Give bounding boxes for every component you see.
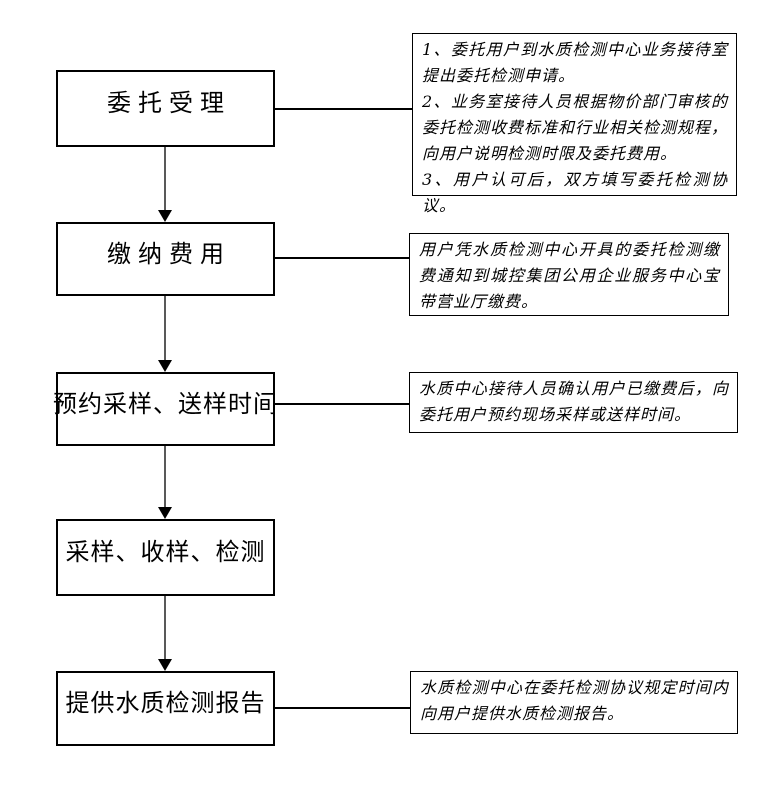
down-arrow-icon bbox=[157, 596, 173, 671]
connector-line bbox=[273, 403, 409, 405]
flow-step-label: 缴纳费用 bbox=[107, 239, 231, 268]
note-text: 用户凭水质检测中心开具的委托检测缴费通知到城控集团公用企业服务中心宝带营业厅缴费… bbox=[419, 240, 720, 311]
arrow-line bbox=[164, 296, 166, 361]
flow-step-commission-acceptance: 委托受理 bbox=[56, 70, 275, 147]
flow-step-pay-fees: 缴纳费用 bbox=[56, 222, 275, 296]
flow-step-sampling-testing: 采样、收样、检测 bbox=[56, 519, 275, 596]
note-book-sampling-time: 水质中心接待人员确认用户已缴费后，向委托用户预约现场采样或送样时间。 bbox=[409, 372, 738, 433]
down-arrow-icon bbox=[157, 147, 173, 222]
note-text: 水质中心接待人员确认用户已缴费后，向委托用户预约现场采样或送样时间。 bbox=[419, 379, 729, 424]
connector-line bbox=[273, 707, 410, 709]
note-text: 水质检测中心在委托检测协议规定时间内向用户提供水质检测报告。 bbox=[420, 678, 729, 723]
flow-step-label: 委托受理 bbox=[107, 89, 231, 117]
note-text: 1、委托用户到水质检测中心业务接待室提出委托检测申请。 bbox=[422, 40, 728, 85]
connector-line bbox=[275, 108, 412, 110]
arrow-head bbox=[158, 360, 172, 372]
arrow-line bbox=[164, 147, 166, 211]
note-text: 2、业务室接待人员根据物价部门审核的委托检测收费标准和行业相关检测规程，向用户说… bbox=[422, 92, 729, 163]
flow-step-label: 采样、收样、检测 bbox=[65, 538, 266, 566]
flow-step-label: 提供水质检测报告 bbox=[65, 689, 266, 717]
note-pay-fees: 用户凭水质检测中心开具的委托检测缴费通知到城控集团公用企业服务中心宝带营业厅缴费… bbox=[409, 233, 729, 316]
note-commission-acceptance: 1、委托用户到水质检测中心业务接待室提出委托检测申请。 2、业务室接待人员根据物… bbox=[412, 33, 737, 215]
flow-step-label: 预约采样、送样时间 bbox=[53, 389, 278, 418]
arrow-head bbox=[158, 210, 172, 222]
flow-step-book-sampling-time: 预约采样、送样时间 bbox=[53, 372, 278, 446]
arrow-line bbox=[164, 596, 166, 660]
arrow-head bbox=[158, 659, 172, 671]
down-arrow-icon bbox=[157, 296, 173, 372]
note-provide-report: 水质检测中心在委托检测协议规定时间内向用户提供水质检测报告。 bbox=[410, 671, 738, 734]
flow-step-provide-report: 提供水质检测报告 bbox=[56, 671, 275, 746]
arrow-line bbox=[164, 446, 166, 508]
arrow-head bbox=[158, 507, 172, 519]
down-arrow-icon bbox=[157, 446, 173, 519]
note-text: 3、用户认可后，双方填写委托检测协议。 bbox=[422, 170, 728, 215]
connector-line bbox=[275, 257, 409, 259]
